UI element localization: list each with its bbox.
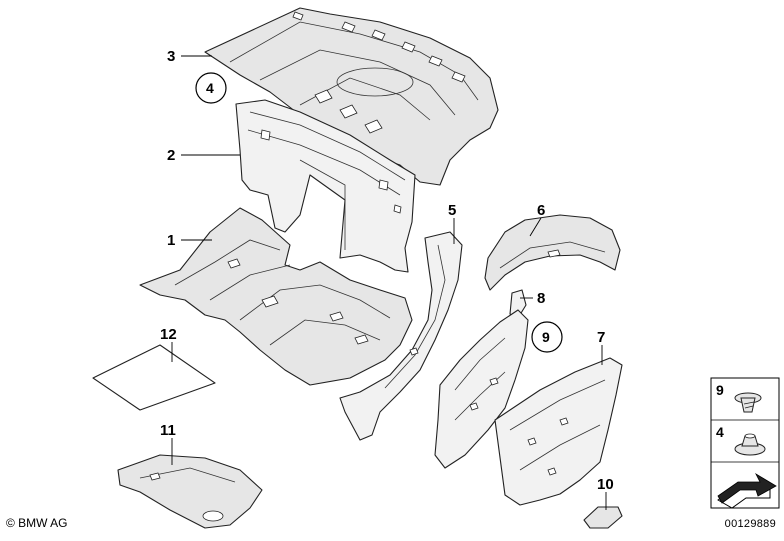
arrow-sheet-icon <box>717 472 777 509</box>
label-part-1: 1 <box>167 232 175 249</box>
svg-text:9: 9 <box>542 329 550 345</box>
label-part-5: 5 <box>448 202 456 219</box>
legend-label-4: 4 <box>716 424 724 440</box>
part-2-bulkhead[interactable] <box>235 99 416 273</box>
label-part-7: 7 <box>597 329 605 346</box>
label-part-3: 3 <box>167 48 175 65</box>
part-1-floor-pan[interactable] <box>139 207 413 386</box>
nut-icon <box>734 433 766 456</box>
screw-icon <box>734 392 762 413</box>
fastener-legend: 9 4 <box>710 377 780 509</box>
circled-ref-9: 9 <box>531 321 563 353</box>
legend-label-9: 9 <box>716 382 724 398</box>
label-part-8: 8 <box>537 290 545 307</box>
svg-text:4: 4 <box>206 80 214 96</box>
label-part-2: 2 <box>167 147 175 164</box>
circled-ref-4: 4 <box>195 72 227 104</box>
part-6-wheelarch[interactable] <box>484 214 621 291</box>
part-labels: 3 2 1 5 6 8 7 10 12 11 <box>160 48 614 493</box>
label-part-11: 11 <box>160 422 176 439</box>
label-part-10: 10 <box>597 476 614 493</box>
label-part-6: 6 <box>537 202 545 219</box>
part-10-pad[interactable] <box>583 506 623 529</box>
label-part-12: 12 <box>160 326 177 343</box>
part-7-quarter-inner[interactable] <box>494 357 623 506</box>
part-side-panel-left[interactable] <box>434 309 529 469</box>
diagram-id: 00129889 <box>724 518 776 530</box>
copyright-text: © BMW AG <box>6 516 68 530</box>
part-3-rear-shelf[interactable] <box>204 7 499 186</box>
part-8-bracket[interactable] <box>509 289 527 319</box>
part-11-underfloor-plate[interactable] <box>117 454 263 529</box>
part-12-sheet[interactable] <box>92 344 216 411</box>
part-5-pillar-inner[interactable] <box>339 231 463 441</box>
leader-lines <box>171 55 607 510</box>
